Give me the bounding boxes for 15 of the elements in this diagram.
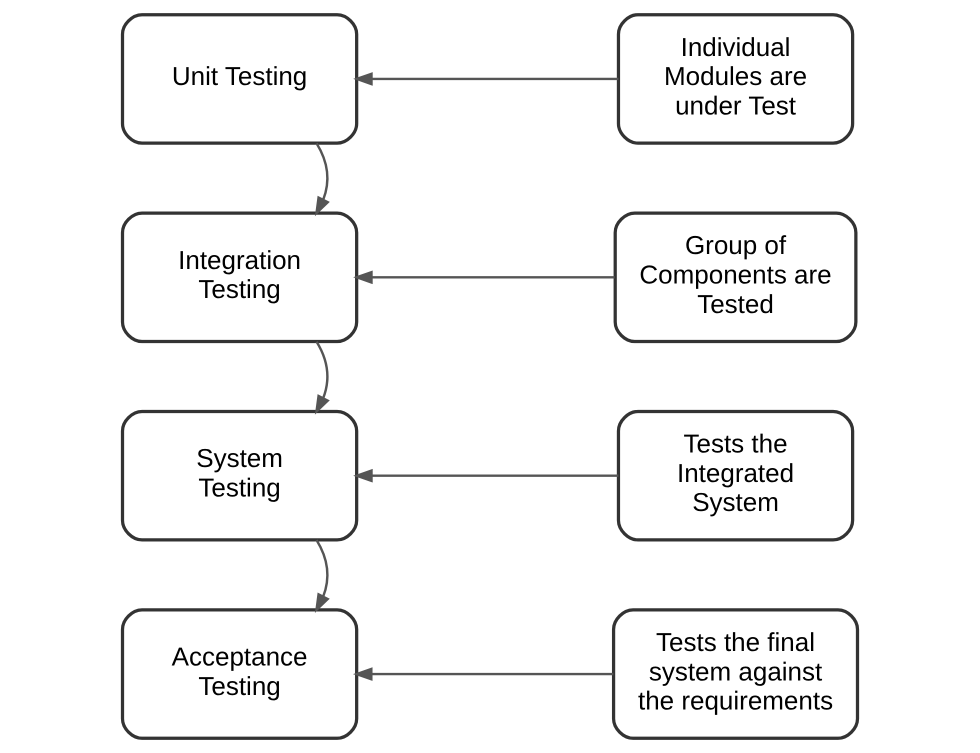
arrow [314,142,330,216]
arrow [353,72,618,86]
arrow [353,270,615,284]
arrow [352,667,614,681]
node-box: Acceptance Testing [120,608,358,740]
node-box: Tests the Integrated System [616,410,854,542]
node-box: Tests the final system against the requirements [612,608,860,740]
node-box: Unit Testing [120,13,358,145]
arrow [314,539,330,614]
node-box: Group of Components are Tested [614,211,858,344]
node-box: Individual Modules are under Test [616,13,854,145]
node-box: Integration Testing [120,211,358,344]
arrow [314,341,330,415]
arrow [353,468,618,483]
node-box: System Testing [120,410,358,542]
